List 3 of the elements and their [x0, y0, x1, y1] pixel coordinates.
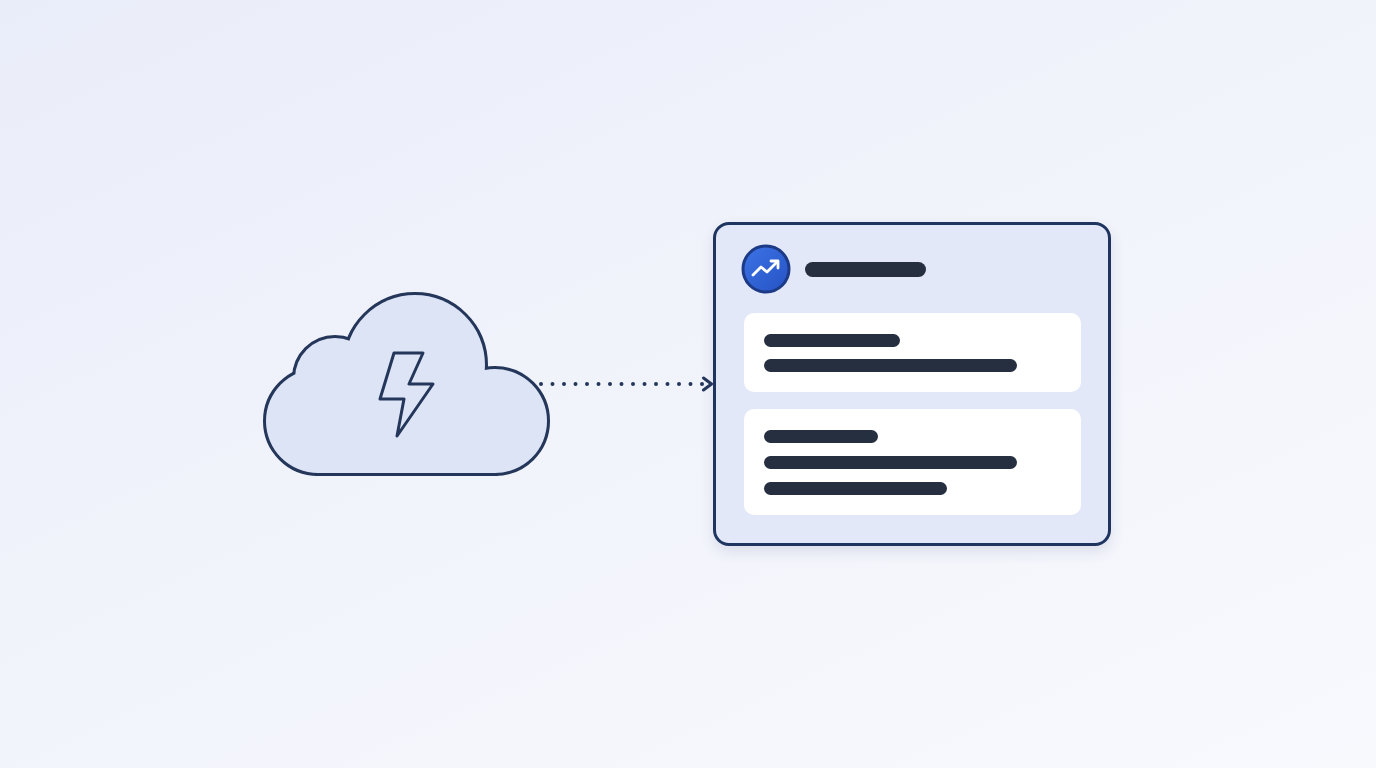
dotted-arrow: [539, 376, 714, 392]
cloud-shape: [261, 290, 552, 479]
window-panel: [713, 222, 1111, 546]
